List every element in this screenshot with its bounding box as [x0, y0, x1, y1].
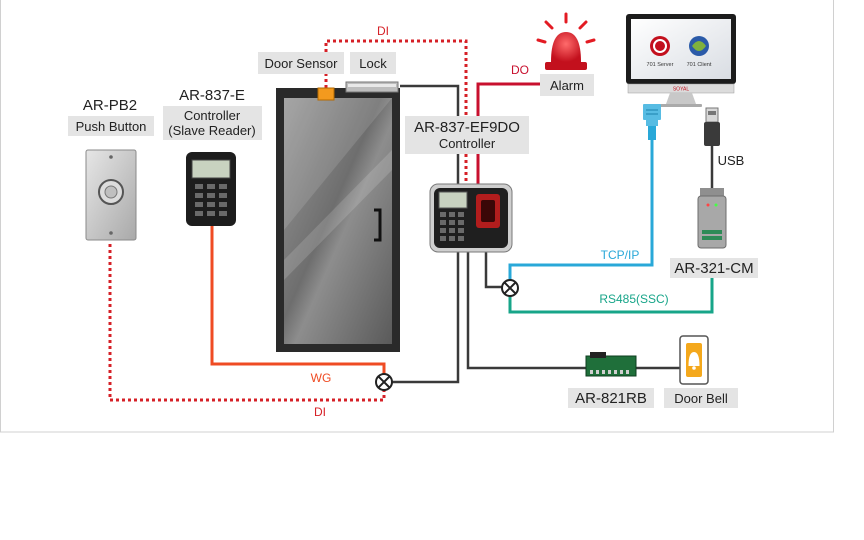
wire-label-di-top: DI: [377, 24, 389, 38]
lock-label: Lock: [359, 56, 387, 71]
wire-label-di-bottom: DI: [314, 405, 326, 419]
push-button-device: [85, 149, 137, 241]
door-handle: [374, 208, 382, 242]
wire-label-wg: WG: [311, 371, 332, 385]
pb2-desc-label: Push Button: [76, 119, 147, 134]
tcpip-wire: [508, 140, 654, 280]
net-bus-wire: [484, 252, 503, 289]
slave-reader-desc-label-2: (Slave Reader): [168, 123, 255, 138]
screw-icon: [109, 231, 113, 235]
main-controller-desc-label: Controller: [439, 136, 496, 151]
slave-reader-model-label: AR-837-E: [179, 87, 245, 104]
slave-reader-desc-label-1: Controller: [184, 108, 241, 123]
network-junction: [501, 279, 519, 297]
door-bell-label: Door Bell: [674, 391, 728, 406]
usb-label: USB: [718, 153, 745, 168]
converter-label: AR-321-CM: [674, 260, 753, 277]
client-app-label: 701 Client: [687, 62, 712, 68]
wire-label-rs485: RS485(SSC): [599, 292, 668, 306]
bell-icon: [688, 352, 700, 366]
relay-board-label: AR-821RB: [575, 390, 647, 407]
server-app-label: 701 Server: [647, 62, 674, 68]
lock-device: [345, 81, 399, 93]
di-bottom-wire: [108, 244, 386, 402]
monitor-brand: SOYAL: [673, 87, 690, 93]
rs485-wire: [508, 278, 714, 314]
pb2-model-label: AR-PB2: [83, 97, 137, 114]
server-app-icon: [650, 36, 670, 56]
slave-reader-device: [186, 152, 236, 226]
door: [276, 88, 400, 352]
wire-label-do: DO: [511, 63, 529, 77]
wg-junction: [375, 373, 393, 391]
main-controller-model-label: AR-837-EF9DO: [414, 119, 520, 136]
rj45-connector-icon: [643, 104, 661, 140]
door-sensor-label: Door Sensor: [265, 56, 339, 71]
usb-connector-icon: [704, 107, 720, 146]
converter-device: [697, 188, 727, 249]
relay-board-device: [585, 352, 637, 377]
alarm-device: [536, 12, 596, 70]
client-app-icon: [689, 36, 709, 56]
door-sensor-device: [317, 87, 335, 101]
pc-monitor: SOYAL 701 Server 701 Client: [626, 14, 736, 107]
wg-bus-wire: [392, 252, 460, 384]
main-controller-device: [429, 183, 513, 253]
alarm-label: Alarm: [550, 78, 584, 93]
wire-label-tcpip: TCP/IP: [601, 248, 640, 262]
door-bell-device: [679, 335, 709, 385]
wg-wire: [210, 226, 386, 374]
screw-icon: [109, 155, 113, 159]
rb-bus-wire: [466, 252, 588, 370]
